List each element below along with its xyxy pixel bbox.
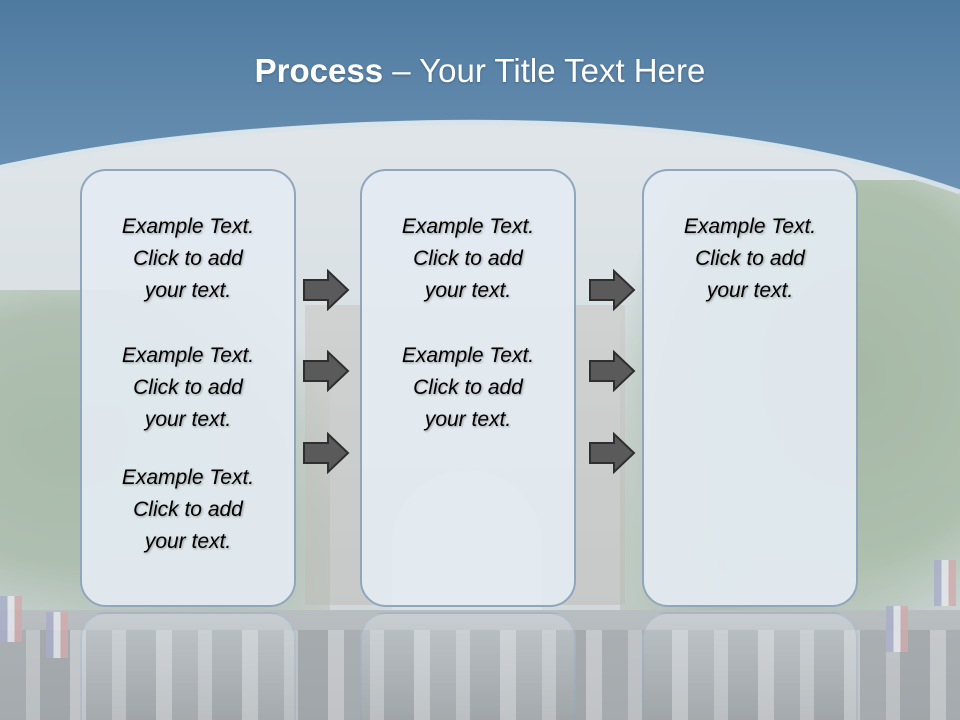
box-reflection [642,612,858,720]
right-arrow-icon[interactable] [588,269,636,311]
right-arrow-icon[interactable] [302,269,350,311]
title-rest: – Your Title Text Here [392,52,706,89]
right-arrow-icon[interactable] [588,432,636,474]
right-arrow-icon[interactable] [302,432,350,474]
box-reflection [360,612,576,720]
header-band [0,0,960,195]
box-reflection [80,612,296,720]
title-bold: Process [254,52,384,89]
right-arrow-icon[interactable] [302,350,350,392]
slide-title[interactable]: Process – Your Title Text Here [0,52,960,90]
right-arrow-icon[interactable] [588,350,636,392]
